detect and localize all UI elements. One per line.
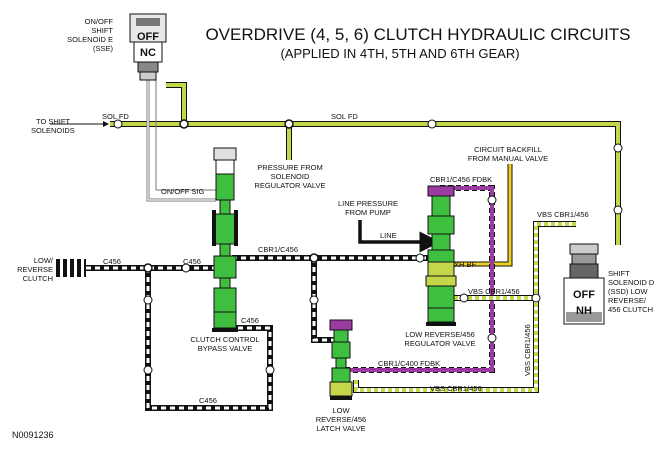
c456-label-bottom: C456 <box>199 396 217 405</box>
c456-label-left: C456 <box>103 257 121 266</box>
clutch-control-label: CLUTCH CONTROL BYPASS VALVE <box>190 335 259 353</box>
svg-text:LOW/: LOW/ <box>34 256 54 265</box>
low-reverse-clutch <box>56 259 86 277</box>
svg-text:REVERSE: REVERSE <box>17 265 53 274</box>
vbs-circuit <box>353 221 576 393</box>
svg-text:BYPASS VALVE: BYPASS VALVE <box>198 344 253 353</box>
circuit-backfill-label: CIRCUIT BACKFILL FROM MANUAL VALVE <box>468 145 548 163</box>
svg-text:FROM MANUAL VALVE: FROM MANUAL VALVE <box>468 154 548 163</box>
svg-text:SOLENOID E: SOLENOID E <box>67 35 113 44</box>
solenoid-e-state1: OFF <box>137 31 159 43</box>
solenoid-d-label: SHIFT SOLENOID D (SSD) LOW REVERSE/ 456 … <box>608 269 655 314</box>
to-shift-solenoids-label-1: TO SHIFT <box>36 117 70 126</box>
on-off-signal-line <box>146 70 216 202</box>
page-subtitle: (APPLIED IN 4TH, 5TH AND 6TH GEAR) <box>280 46 519 61</box>
svg-text:LINE PRESSURE: LINE PRESSURE <box>338 199 398 208</box>
solenoid-e <box>129 13 167 81</box>
latch-valve <box>329 319 353 400</box>
svg-text:REGULATOR VALVE: REGULATOR VALVE <box>404 339 475 348</box>
svg-text:CLUTCH: CLUTCH <box>23 274 53 283</box>
svg-text:LATCH VALVE: LATCH VALVE <box>316 424 365 433</box>
svg-text:(SSE): (SSE) <box>93 44 114 53</box>
solenoid-e-state2: NC <box>140 47 156 59</box>
solenoid-d-state1: OFF <box>573 289 595 301</box>
sol-fd-label-2: SOL FD <box>331 112 358 121</box>
vbs-label-vertical: VBS CBR1/456 <box>523 324 532 376</box>
on-off-sig-label: ON/OFF SIG <box>161 187 205 196</box>
vbs-label-top: VBS CBR1/456 <box>537 210 589 219</box>
c456-label-mid: C456 <box>183 257 201 266</box>
svg-text:CIRCUIT BACKFILL: CIRCUIT BACKFILL <box>474 145 542 154</box>
svg-text:SHIFT: SHIFT <box>91 26 113 35</box>
line-circuit <box>358 220 441 253</box>
c456-circuit <box>86 263 275 411</box>
cbr1-c456-circuit <box>232 253 430 343</box>
line-pressure-label: LINE PRESSURE FROM PUMP <box>338 199 398 217</box>
svg-text:REVERSE/456: REVERSE/456 <box>316 415 366 424</box>
svg-text:FROM PUMP: FROM PUMP <box>345 208 391 217</box>
svg-text:ON/OFF: ON/OFF <box>85 17 114 26</box>
pressure-from-label: PRESSURE FROM SOLENOID REGULATOR VALVE <box>254 163 325 190</box>
svg-text:SHIFT: SHIFT <box>608 269 630 278</box>
page-title: OVERDRIVE (4, 5, 6) CLUTCH HYDRAULIC CIR… <box>205 25 630 44</box>
svg-text:(SSD) LOW: (SSD) LOW <box>608 287 649 296</box>
c456-label-right: C456 <box>241 316 259 325</box>
clutch-control-bypass-valve <box>212 147 238 332</box>
figure-id: N0091236 <box>12 430 54 440</box>
latch-valve-label: LOW REVERSE/456 LATCH VALVE <box>316 406 366 433</box>
sol-fd-label-1: SOL FD <box>102 112 129 121</box>
exh-bf-label: EXH BF <box>449 260 477 269</box>
svg-text:REGULATOR VALVE: REGULATOR VALVE <box>254 181 325 190</box>
low-reverse-regulator-valve <box>425 185 457 326</box>
vbs-label-bottom: VBS CBR1/456 <box>430 384 482 393</box>
svg-text:REVERSE/: REVERSE/ <box>608 296 647 305</box>
svg-text:456 CLUTCH: 456 CLUTCH <box>608 305 653 314</box>
solenoid-e-label: ON/OFF SHIFT SOLENOID E (SSE) <box>67 17 113 53</box>
line-label: LINE <box>380 231 397 240</box>
cbr1-c456-fdbk-label: CBR1/C456 FDBK <box>430 175 492 184</box>
vbs-label-mid: VBS CBR1/456 <box>468 287 520 296</box>
low-rev-reg-label: LOW REVERSE/456 REGULATOR VALVE <box>404 330 475 348</box>
to-shift-solenoids-label-2: SOLENOIDS <box>31 126 75 135</box>
cbr1-c456-label: CBR1/C456 <box>258 245 298 254</box>
svg-text:LOW: LOW <box>332 406 350 415</box>
svg-text:SOLENOID D: SOLENOID D <box>608 278 655 287</box>
svg-text:SOLENOID: SOLENOID <box>271 172 310 181</box>
solenoid-d <box>563 243 605 325</box>
svg-text:CLUTCH CONTROL: CLUTCH CONTROL <box>190 335 259 344</box>
backfill-circuit <box>432 164 513 267</box>
cbr1-c400-fdbk-label: CBR1/C400 FDBK <box>378 359 440 368</box>
svg-text:LOW REVERSE/456: LOW REVERSE/456 <box>405 330 475 339</box>
svg-text:PRESSURE FROM: PRESSURE FROM <box>257 163 322 172</box>
sol-fd-circuit <box>50 82 623 245</box>
low-reverse-clutch-label: LOW/ REVERSE CLUTCH <box>17 256 54 283</box>
solenoid-d-state2: NH <box>576 305 592 317</box>
